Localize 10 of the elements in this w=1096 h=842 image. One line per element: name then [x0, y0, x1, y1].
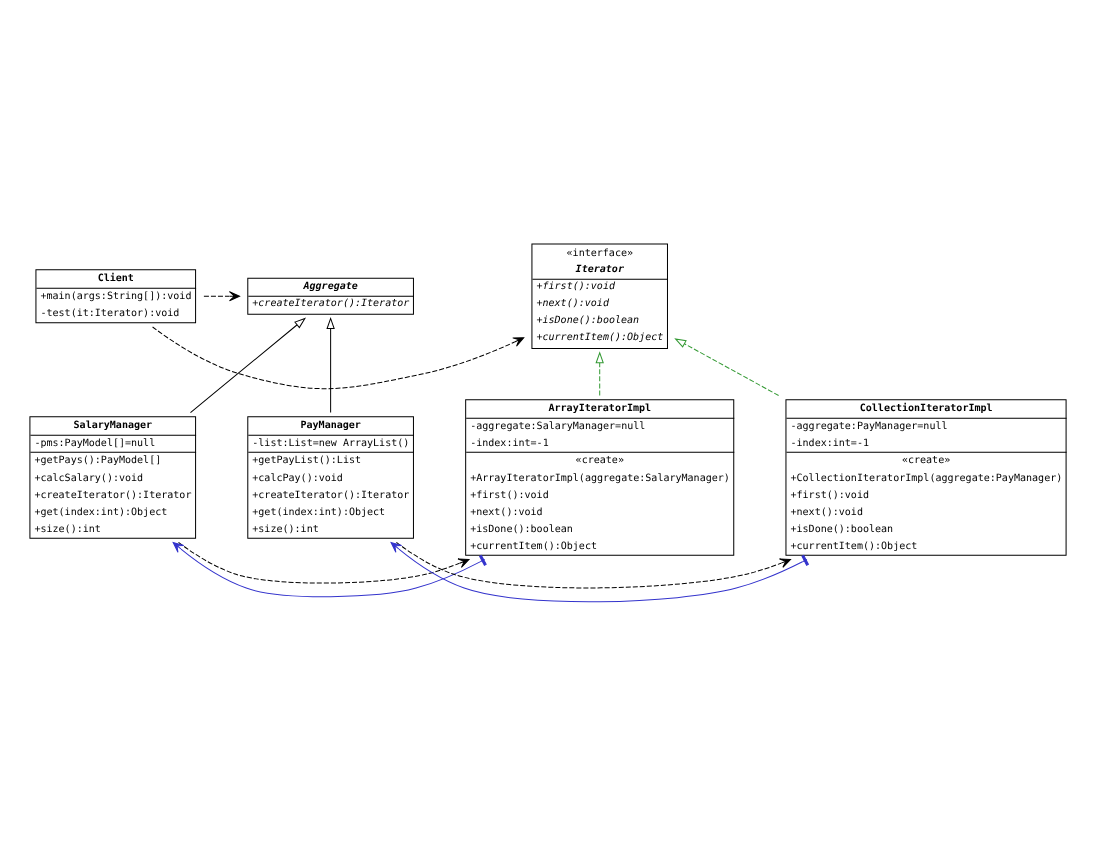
arrow: [203, 291, 241, 302]
arrow: [326, 317, 335, 414]
arrow: [190, 317, 306, 414]
arrow: [395, 541, 792, 589]
arrow: [595, 352, 604, 396]
arrow: [172, 542, 487, 598]
arrow: [178, 541, 470, 584]
arrow: [152, 326, 525, 390]
arrow: [675, 338, 780, 396]
arrow: [390, 542, 809, 603]
